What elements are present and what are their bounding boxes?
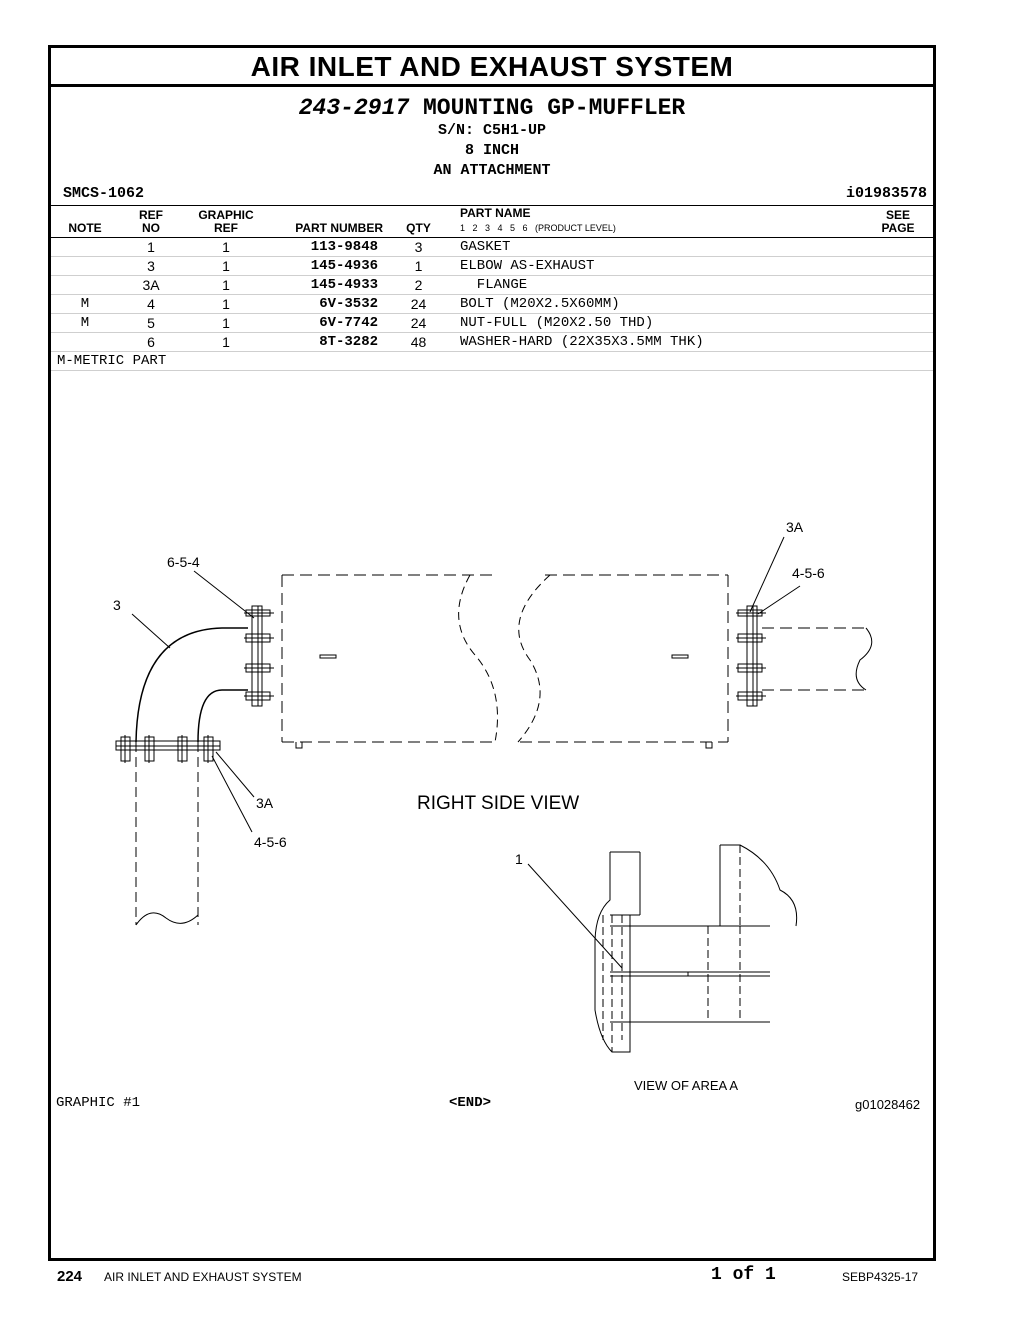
view-of-area-label: VIEW OF AREA A bbox=[634, 1078, 738, 1093]
row-graphic-ref: 1 bbox=[222, 296, 230, 312]
row-ref-no: 4 bbox=[147, 296, 155, 312]
muffler-body bbox=[281, 574, 729, 749]
row-part-name: BOLT (M20X2.5X60MM) bbox=[460, 296, 620, 312]
table-row: 6 1 8T-3282 48 WASHER-HARD (22X35X3.5MM THK) bbox=[51, 333, 933, 352]
attachment-label: AN ATTACHMENT bbox=[433, 162, 551, 179]
footer-section: AIR INLET AND EXHAUST SYSTEM bbox=[104, 1270, 302, 1284]
header-ref-top: REF bbox=[139, 208, 163, 222]
row-qty: 24 bbox=[410, 315, 427, 331]
metric-footnote: M-METRIC PART bbox=[57, 353, 167, 369]
group-part-number: 243-2917 bbox=[298, 95, 410, 121]
page-frame: AIR INLET AND EXHAUST SYSTEM 243-2917 MO… bbox=[48, 45, 936, 1261]
callout-4-5-6-right: 4-5-6 bbox=[792, 565, 825, 581]
table-row: 3 1 145-4936 1 ELBOW AS-EXHAUST bbox=[51, 257, 933, 276]
parts-table-header: NOTE REF NO GRAPHIC REF PART NUMBER QTY … bbox=[51, 206, 933, 238]
row-qty: 48 bbox=[410, 334, 427, 350]
row-note: M bbox=[80, 296, 90, 312]
page-footer: 224 AIR INLET AND EXHAUST SYSTEM 1 of 1 … bbox=[0, 1265, 1020, 1289]
group-header: 243-2917 MOUNTING GP-MUFFLER S/N: C5H1-U… bbox=[51, 95, 933, 181]
group-name: MOUNTING GP-MUFFLER bbox=[422, 95, 686, 121]
table-row: M 4 1 6V-3532 24 BOLT (M20X2.5X60MM) bbox=[51, 295, 933, 314]
graphic-label: GRAPHIC #1 bbox=[56, 1095, 141, 1111]
callout-3: 3 bbox=[113, 597, 121, 613]
row-part-number: 145-4933 bbox=[310, 277, 378, 293]
row-part-name: WASHER-HARD (22X35X3.5MM THK) bbox=[460, 334, 704, 350]
elbow-assembly bbox=[115, 605, 274, 926]
row-qty: 3 bbox=[414, 239, 423, 255]
outlet-assembly bbox=[736, 605, 873, 707]
size-label: 8 INCH bbox=[464, 142, 519, 159]
header-part-name: PART NAME bbox=[460, 206, 531, 220]
row-graphic-ref: 1 bbox=[222, 334, 230, 350]
row-ref-no: 5 bbox=[147, 315, 155, 331]
row-part-name: FLANGE bbox=[460, 277, 528, 293]
right-side-view-label: RIGHT SIDE VIEW bbox=[417, 793, 579, 814]
header-product-levels: 1 2 3 4 5 6 (PRODUCT LEVEL) bbox=[460, 223, 616, 233]
callout-3a-right: 3A bbox=[786, 519, 804, 535]
detail-view-area-a bbox=[594, 844, 798, 1053]
row-part-name: ELBOW AS-EXHAUST bbox=[460, 258, 595, 274]
header-qty: QTY bbox=[406, 221, 431, 235]
table-row: M 5 1 6V-7742 24 NUT-FULL (M20X2.50 THD) bbox=[51, 314, 933, 333]
row-graphic-ref: 1 bbox=[222, 258, 230, 274]
table-row: 1 1 113-9848 3 GASKET bbox=[51, 238, 933, 257]
graphic-id: g01028462 bbox=[855, 1097, 921, 1112]
row-graphic-ref: 1 bbox=[222, 315, 230, 331]
row-qty: 2 bbox=[414, 277, 423, 293]
row-part-number: 6V-3532 bbox=[319, 296, 378, 312]
end-label: <END> bbox=[449, 1095, 492, 1111]
callout-1: 1 bbox=[515, 851, 523, 867]
page-number: 224 bbox=[57, 1268, 83, 1285]
header-see-bottom: PAGE bbox=[881, 221, 915, 235]
leader-lines bbox=[131, 536, 801, 969]
row-note: M bbox=[80, 315, 90, 331]
row-graphic-ref: 1 bbox=[222, 277, 230, 293]
smcs-code: SMCS-1062 bbox=[63, 185, 145, 202]
header-part-number: PART NUMBER bbox=[295, 221, 383, 235]
row-ref-no: 1 bbox=[147, 239, 155, 255]
header-note: NOTE bbox=[68, 221, 102, 235]
row-ref-no: 6 bbox=[147, 334, 155, 350]
row-part-number: 6V-7742 bbox=[319, 315, 378, 331]
smcs-row: SMCS-1062 i01983578 bbox=[51, 183, 933, 206]
callout-4-5-6-left: 4-5-6 bbox=[254, 834, 287, 850]
header-graphic-bottom: REF bbox=[214, 221, 238, 235]
illustration-id: i01983578 bbox=[845, 185, 927, 202]
callout-3a-left: 3A bbox=[256, 795, 274, 811]
row-part-number: 8T-3282 bbox=[319, 334, 378, 350]
doc-id: SEBP4325-17 bbox=[842, 1270, 919, 1284]
row-qty: 1 bbox=[414, 258, 423, 274]
page-of: 1 of 1 bbox=[711, 1265, 776, 1285]
header-see-top: SEE bbox=[885, 208, 910, 222]
row-ref-no: 3 bbox=[147, 258, 155, 274]
header-graphic-top: GRAPHIC bbox=[198, 208, 254, 222]
row-part-number: 145-4936 bbox=[310, 258, 378, 274]
row-qty: 24 bbox=[410, 296, 427, 312]
table-row: 3A 1 145-4933 2 FLANGE bbox=[51, 276, 933, 295]
callout-6-5-4: 6-5-4 bbox=[167, 554, 200, 570]
row-part-name: NUT-FULL (M20X2.50 THD) bbox=[460, 315, 654, 331]
row-part-name: GASKET bbox=[460, 239, 511, 255]
section-title: AIR INLET AND EXHAUST SYSTEM bbox=[51, 48, 933, 87]
header-ref-bottom: NO bbox=[142, 221, 160, 235]
footnote-row: M-METRIC PART bbox=[51, 352, 933, 371]
row-ref-no: 3A bbox=[142, 277, 160, 293]
group-title: 243-2917 MOUNTING GP-MUFFLER bbox=[51, 95, 933, 121]
row-part-number: 113-9848 bbox=[310, 239, 378, 255]
row-graphic-ref: 1 bbox=[222, 239, 230, 255]
serial-number: S/N: C5H1-UP bbox=[437, 122, 547, 139]
